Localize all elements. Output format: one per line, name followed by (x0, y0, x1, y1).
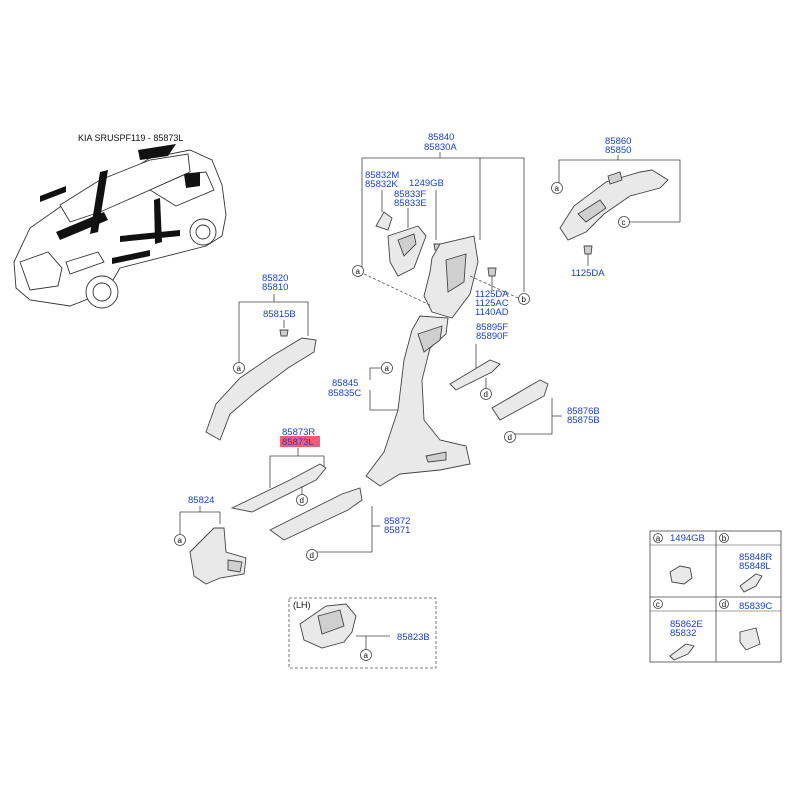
svg-text:b: b (722, 534, 727, 543)
part-85820 (205, 337, 317, 441)
svg-text:b: b (522, 295, 527, 304)
lh-box (288, 597, 437, 669)
label-85860: 85860 (605, 136, 631, 147)
legend-d-part: 85839C (739, 601, 772, 612)
legend-a-part: 1494GB (670, 533, 705, 544)
svg-text:d: d (484, 390, 488, 399)
label-85810: 85810 (262, 282, 288, 293)
legend-cell-c: c 85862E 85832 (653, 599, 703, 661)
legend-c-part1: 85862E (670, 619, 703, 630)
svg-text:a: a (555, 184, 560, 193)
diagram-title: KIA SRUSPF119 - 85873L (78, 133, 183, 143)
legend-cell-a: a 1494GB (653, 533, 705, 585)
label-1125DA-b: 1125DA (475, 289, 509, 300)
legend-cell-d: d 85839C (719, 599, 772, 651)
label-85845: 85845 (332, 378, 358, 389)
callout-a-85824: a (174, 534, 186, 546)
clip-1494GB-icon (669, 565, 693, 585)
label-85832K: 85832K (365, 179, 398, 190)
svg-text:d: d (722, 600, 726, 609)
label-85820: 85820 (262, 273, 288, 284)
clip-85848-icon (739, 573, 763, 593)
callout-a-lh: a (360, 649, 372, 661)
callout-a-bpillar: a (381, 362, 393, 374)
svg-text:a: a (178, 536, 183, 545)
svg-text:a: a (237, 364, 242, 373)
legend-table: a 1494GB b 85848R 85848L c 85862E 85832 … (649, 530, 782, 663)
part-85876B (491, 379, 549, 421)
svg-text:a: a (364, 651, 369, 660)
callout-b-top: b (518, 293, 530, 305)
callout-a-right: a (551, 182, 563, 194)
label-85890F: 85890F (476, 331, 508, 342)
part-85824 (189, 527, 247, 585)
svg-text:c: c (656, 600, 660, 609)
car-illustration (13, 144, 227, 309)
part-85860 (559, 169, 669, 241)
legend-b-part2: 85848L (739, 561, 771, 572)
part-1125DA-center (487, 267, 497, 277)
callout-d-85873L: d (296, 494, 308, 506)
label-85832M: 85832M (365, 170, 399, 181)
svg-text:d: d (310, 551, 314, 560)
label-85830A: 85830A (424, 142, 457, 153)
legend-c-part2: 85832 (670, 628, 696, 639)
label-1249GB: 1249GB (409, 178, 444, 189)
label-85895F: 85895F (476, 322, 508, 333)
label-85835C: 85835C (328, 388, 361, 399)
callout-d-85876B: d (504, 431, 516, 443)
highlight-85873L (280, 436, 320, 447)
svg-text:a: a (356, 267, 361, 276)
svg-text:a: a (656, 534, 661, 543)
svg-text:d: d (508, 433, 512, 442)
svg-text:a: a (385, 364, 390, 373)
part-85832M (375, 211, 393, 231)
label-85823B: 85823B (397, 632, 430, 643)
label-85824: 85824 (188, 495, 214, 506)
label-85873L: 85873L (282, 437, 314, 448)
clip-85839C-icon (739, 627, 761, 651)
clip-85862E-icon (669, 643, 695, 661)
callout-a-apillar: a (233, 362, 245, 374)
label-85850: 85850 (605, 145, 631, 156)
label-1125DA-a: 1125DA (571, 268, 605, 279)
svg-text:c: c (622, 218, 626, 227)
label-85876B: 85876B (567, 406, 600, 417)
label-85815B: 85815B (263, 309, 296, 320)
label-85833E: 85833E (394, 198, 427, 209)
label-85872: 85872 (384, 516, 410, 527)
label-85840: 85840 (428, 132, 454, 143)
part-1125DA-right (583, 245, 593, 255)
callout-d-85895F: d (480, 388, 492, 400)
label-85871: 85871 (384, 525, 410, 536)
part-85815B (279, 329, 289, 337)
label-1140AD: 1140AD (475, 307, 509, 318)
part-85845 (365, 315, 471, 487)
callout-a-top: a (352, 265, 364, 277)
label-1125AC: 1125AC (475, 298, 509, 309)
legend-b-part1: 85848R (739, 552, 772, 563)
label-85875B: 85875B (567, 415, 600, 426)
label-85833F: 85833F (394, 189, 426, 200)
part-85895F (449, 359, 501, 391)
legend-cell-b: b 85848R 85848L (719, 533, 772, 593)
part-85872 (269, 487, 363, 541)
part-85873L (230, 463, 327, 513)
callout-d-85872: d (306, 549, 318, 561)
svg-text:d: d (300, 496, 304, 505)
label-LH: (LH) (293, 600, 311, 610)
callout-c-right: c (618, 216, 630, 228)
label-85873R: 85873R (282, 427, 315, 438)
